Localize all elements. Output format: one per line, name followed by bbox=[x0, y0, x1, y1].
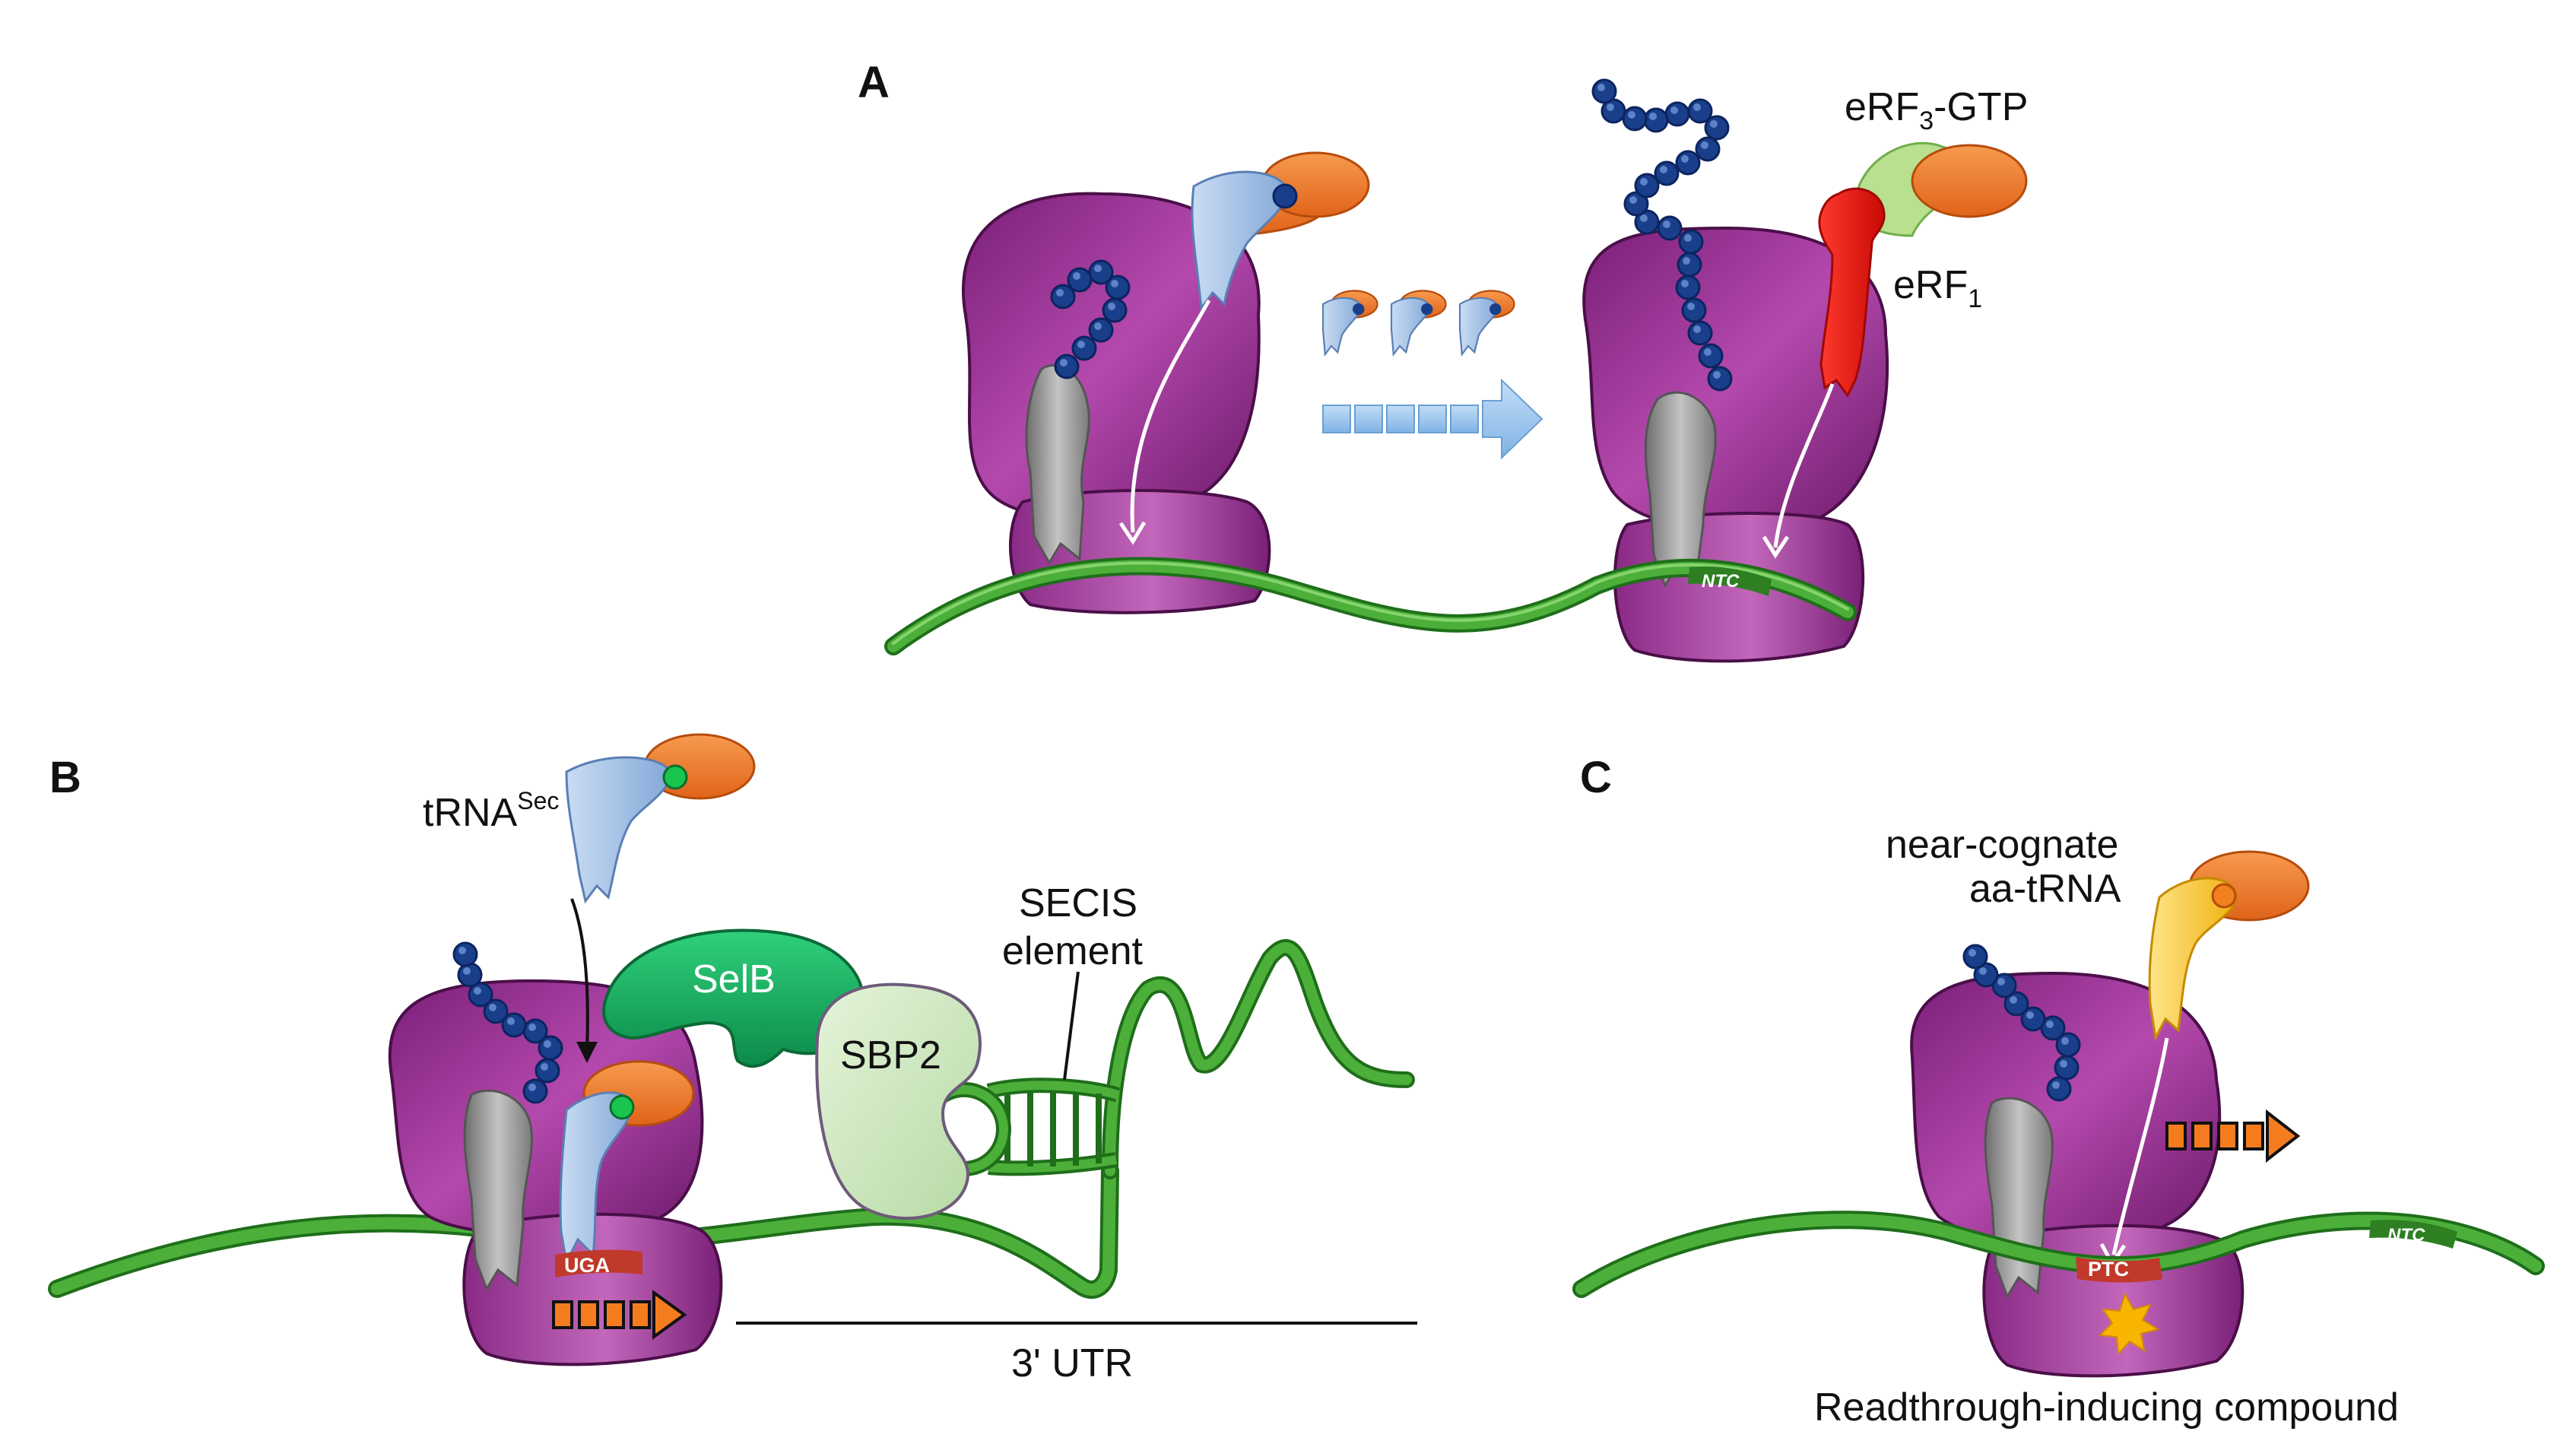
selb-label: SelB bbox=[692, 957, 776, 1001]
incoming-sec-trna bbox=[565, 733, 756, 904]
e-site-trna-grey bbox=[1025, 364, 1090, 565]
ntc-codon-c: NTC bbox=[2369, 1220, 2457, 1249]
readthrough-label: Readthrough-inducing compound bbox=[1814, 1385, 2399, 1430]
ribosome-c bbox=[1910, 971, 2244, 1378]
secis-label-1: SECIS bbox=[1019, 881, 1137, 925]
svg-text:UGA: UGA bbox=[564, 1254, 610, 1277]
erf1-label: eRF1 bbox=[1893, 263, 1982, 313]
e-site-trna-grey-a2 bbox=[1644, 391, 1717, 589]
sbp2-label: SBP2 bbox=[840, 1033, 941, 1077]
erf1 bbox=[1762, 187, 1886, 559]
trna-pool bbox=[1321, 290, 1515, 357]
sbp2-protein: SBP2 bbox=[815, 982, 982, 1220]
readthrough-compound-star bbox=[2098, 1292, 2160, 1356]
utr-label: 3' UTR bbox=[1011, 1341, 1133, 1385]
near-cognate-label-1: near-cognate bbox=[1886, 823, 2118, 867]
delivery-arrow-b bbox=[570, 898, 589, 1050]
erf3-label: eRF3-GTP bbox=[1845, 85, 2028, 135]
mrna-b bbox=[48, 939, 1415, 1299]
translocation-arrow-c bbox=[2165, 1109, 2301, 1163]
delivery-arrowhead-b bbox=[576, 1042, 598, 1063]
elongation-arrow bbox=[1322, 378, 1543, 460]
bound-sec-trna bbox=[559, 1060, 695, 1266]
panel-label-a: A bbox=[858, 58, 890, 107]
secis-label-2: element bbox=[1002, 929, 1144, 973]
selb-protein: SelB bbox=[602, 928, 865, 1068]
uga-codon: UGA bbox=[555, 1249, 642, 1277]
ntc-codon-a: NTC bbox=[1688, 566, 1772, 596]
near-cognate-label-2: aa-tRNA bbox=[1969, 867, 2121, 911]
trna-sec-label: tRNASec bbox=[423, 787, 559, 835]
incoming-trna-a1 bbox=[1118, 151, 1370, 545]
secis-pointer-line bbox=[1063, 971, 1080, 1081]
svg-text:NTC: NTC bbox=[1702, 571, 1740, 592]
ptc-codon: PTC bbox=[2076, 1257, 2162, 1283]
e-site-trna-grey-b bbox=[463, 1089, 533, 1292]
near-cognate-trna bbox=[2099, 850, 2310, 1268]
svg-text:NTC: NTC bbox=[2387, 1225, 2425, 1246]
translocation-arrow-b bbox=[552, 1290, 687, 1340]
panel-label-b: B bbox=[49, 753, 81, 802]
panel-label-c: C bbox=[1580, 753, 1612, 802]
svg-text:PTC: PTC bbox=[2088, 1258, 2129, 1281]
